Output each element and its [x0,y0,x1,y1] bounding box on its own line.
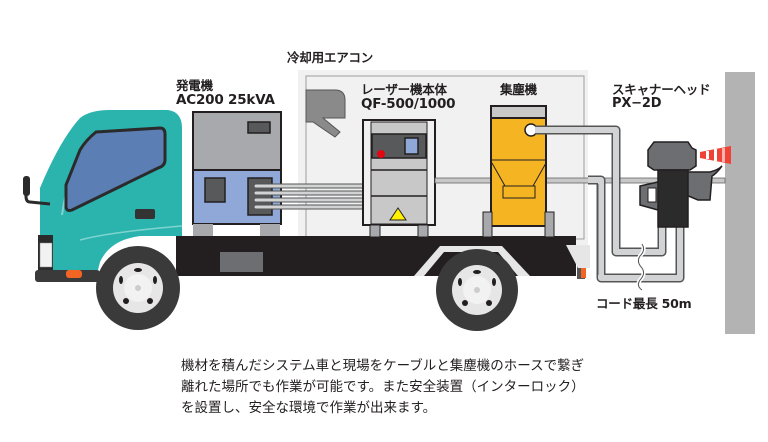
scanner-head-name-label: スキャナーヘッド [612,82,711,97]
hoses [535,125,685,292]
laser-model-label: QF-500/1000 [361,96,456,112]
chassis-box [220,252,263,272]
front-wheel [96,246,180,330]
truck-cab [23,110,183,282]
description-line: 離れた場所でも作業が可能です。また安全装置（インターロック） [181,379,585,395]
laser-unit [362,119,436,238]
laser-cable [434,177,726,184]
description: 機材を積んだシステム車と現場をケーブルと集塵機のホースで繋ぎ 離れた場所でも作業… [181,356,585,419]
power-indicator [377,150,385,158]
headlight [39,242,53,268]
laser-name-label: レーザー機本体 [361,82,447,97]
generator [192,111,282,236]
description-line: を設置し、安全な環境で作業が出来ます。 [181,400,437,416]
container-rear-skirt [566,245,590,268]
rear-wheel [436,249,518,331]
scanner-head [639,141,723,228]
cab-window [64,126,167,212]
generator-name-label: 発電機 [176,78,213,93]
door-handle [135,209,155,219]
scanner-head-model-label: PX−2D [612,96,662,111]
generator-model-label: AC200 25kVA [176,92,275,108]
cord-length-label: コード最長 50m [596,296,692,311]
rear-light-orange [581,268,586,278]
laser-beam-icon [700,146,731,164]
dust-collector [482,105,555,238]
rear-fender [414,246,530,276]
description-line: 機材を積んだシステム車と現場をケーブルと集塵機のホースで繋ぎ [181,358,585,374]
wheel-nuts [119,268,496,306]
air-conditioner-icon [305,89,346,138]
warning-triangle-icon [389,207,407,221]
laser-display [404,137,419,155]
dust-collector-label: 集塵機 [500,82,537,97]
cooling-ac-label: 冷却用エアコン [287,50,374,65]
side-mirror [24,178,51,206]
turn-signal [66,270,82,278]
power-cables [253,183,367,210]
wall [725,72,755,334]
